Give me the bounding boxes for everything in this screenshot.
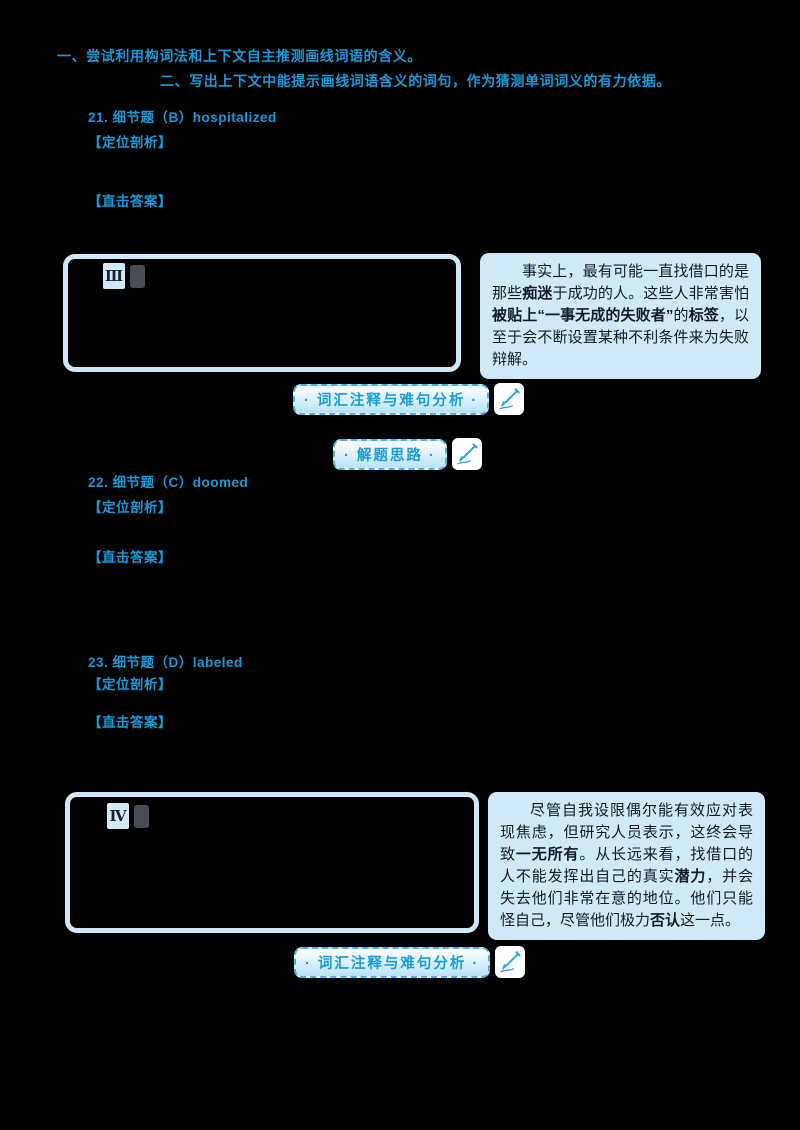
question-23-locate-label: 【定位剖析】 [88,677,172,692]
question-22-heading: 22. 细节题（C）doomed [88,475,249,490]
vocab-analysis-badge-label: · 词汇注释与难句分析 · [293,383,490,415]
obscured-text-remnant [130,265,145,288]
vocab-analysis-badge-top: · 词汇注释与难句分析 · [293,383,525,415]
vocab-analysis-badge-label: · 词汇注释与难句分析 · [294,946,491,978]
solving-approach-badge-label: · 解题思路 · [333,438,447,470]
question-22-locate-label: 【定位剖析】 [88,500,172,515]
question-21-locate-label: 【定位剖析】 [88,135,172,150]
obscured-text-remnant [134,805,149,828]
question-21-heading: 21. 细节题（B）hospitalized [88,110,277,125]
pen-icon [494,383,525,415]
translation-box-1: 事实上，最有可能一直找借口的是那些痴迷于成功的人。这些人非常害怕被贴上“一事无成… [480,253,761,379]
translation-box-2: 尽管自我设限偶尔能有效应对表现焦虑，但研究人员表示，这终会导致一无所有。从长远来… [488,792,765,940]
passage-box-4: Ⅳ [65,792,479,933]
passage-numeral-4: Ⅳ [107,803,129,829]
question-23-answer-label: 【直击答案】 [88,715,172,730]
pen-icon [495,946,526,978]
instruction-line-1: 一、尝试利用构词法和上下文自主推测画线词语的含义。 [57,48,422,64]
passage-box-3: Ⅲ [63,254,461,372]
instruction-line-2: 二、写出上下文中能提示画线词语含义的词句，作为猜测单词词义的有力依据。 [160,73,671,89]
question-21-answer-label: 【直击答案】 [88,194,172,209]
vocab-analysis-badge-bottom: · 词汇注释与难句分析 · [294,946,526,978]
solving-approach-badge: · 解题思路 · [333,438,482,470]
passage-numeral-3: Ⅲ [103,263,125,289]
question-22-answer-label: 【直击答案】 [88,550,172,565]
pen-icon [451,438,482,470]
question-23-heading: 23. 细节题（D）labeled [88,655,243,670]
